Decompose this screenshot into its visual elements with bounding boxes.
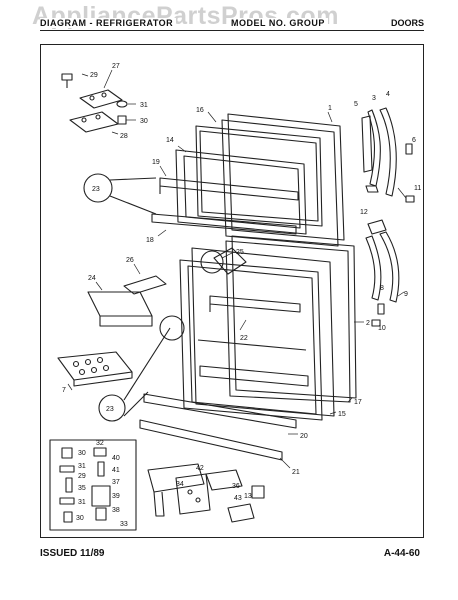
callout: 17 xyxy=(354,399,362,406)
callout: 25 xyxy=(236,249,244,256)
callout: 40 xyxy=(112,455,120,462)
top-hinge-group xyxy=(61,73,128,133)
callout: 37 xyxy=(112,479,120,486)
callout: 35 xyxy=(78,485,86,492)
fresh-food-door xyxy=(139,235,357,461)
callout: 1 xyxy=(328,105,332,112)
bottom-hinge-parts xyxy=(147,463,265,523)
callout: 28 xyxy=(120,133,128,140)
page-code: A-44-60 xyxy=(383,548,420,559)
callout: 26 xyxy=(126,257,134,264)
butter-compartment xyxy=(87,275,167,327)
page-header: DIAGRAM - REFRIGERATOR MODEL NO. GROUP D… xyxy=(40,14,424,36)
callout: 36 xyxy=(232,483,240,490)
callout: 38 xyxy=(112,507,120,514)
magnifier-callouts xyxy=(83,173,224,422)
bottom-parts-box xyxy=(49,439,137,531)
callout: 43 xyxy=(234,495,242,502)
callout: 21 xyxy=(292,469,300,476)
issued-date: ISSUED 11/89 xyxy=(40,548,105,559)
callout: 42 xyxy=(196,465,204,472)
callout: 41 xyxy=(112,467,120,474)
header-right-text: DOORS xyxy=(387,18,424,28)
callout: 39 xyxy=(112,493,120,500)
callout: 6 xyxy=(412,137,416,144)
callout: 34 xyxy=(176,481,184,488)
callout: 30 xyxy=(140,118,148,125)
callout: 2 xyxy=(366,320,370,327)
callout: 4 xyxy=(386,91,390,98)
callout: 13 xyxy=(244,493,252,500)
callout: 31 xyxy=(140,102,148,109)
callout: 9 xyxy=(404,291,408,298)
callout: 23 xyxy=(106,406,114,413)
callout: 11 xyxy=(414,185,421,192)
diagram-frame xyxy=(40,44,424,538)
callout: 30 xyxy=(76,515,84,522)
handle-hinge-parts xyxy=(361,107,415,327)
header-center-text: MODEL NO. GROUP xyxy=(228,18,328,28)
egg-tray xyxy=(57,351,133,387)
callout: 30 xyxy=(78,450,86,457)
callout: 23 xyxy=(92,186,100,193)
callout-numbers: 29 27 31 30 28 16 1 5 3 4 6 14 19 23 18 … xyxy=(62,63,421,528)
callout: 20 xyxy=(300,433,308,440)
callout: 15 xyxy=(338,411,346,418)
header-left-text: DIAGRAM - REFRIGERATOR xyxy=(40,18,177,28)
callout: 7 xyxy=(62,387,66,394)
header-rule xyxy=(40,30,424,31)
callout: 29 xyxy=(78,473,86,480)
callout: 12 xyxy=(360,209,368,216)
callout: 24 xyxy=(88,275,96,282)
callout: 14 xyxy=(166,137,174,144)
callout: 32 xyxy=(96,440,104,447)
callout: 19 xyxy=(152,159,160,166)
callout: 8 xyxy=(380,285,384,292)
callout: 22 xyxy=(240,335,248,342)
callout: 3 xyxy=(372,95,376,102)
callout: 16 xyxy=(196,107,204,114)
callout: 31 xyxy=(78,463,86,470)
freezer-door xyxy=(151,113,345,247)
callout: 31 xyxy=(78,499,86,506)
callout: 29 xyxy=(90,72,98,79)
callout: 5 xyxy=(354,101,358,108)
callout: 18 xyxy=(146,237,154,244)
callout: 10 xyxy=(378,325,386,332)
callout: 27 xyxy=(112,63,120,70)
callout: 33 xyxy=(120,521,128,528)
leader-lines xyxy=(67,69,407,469)
